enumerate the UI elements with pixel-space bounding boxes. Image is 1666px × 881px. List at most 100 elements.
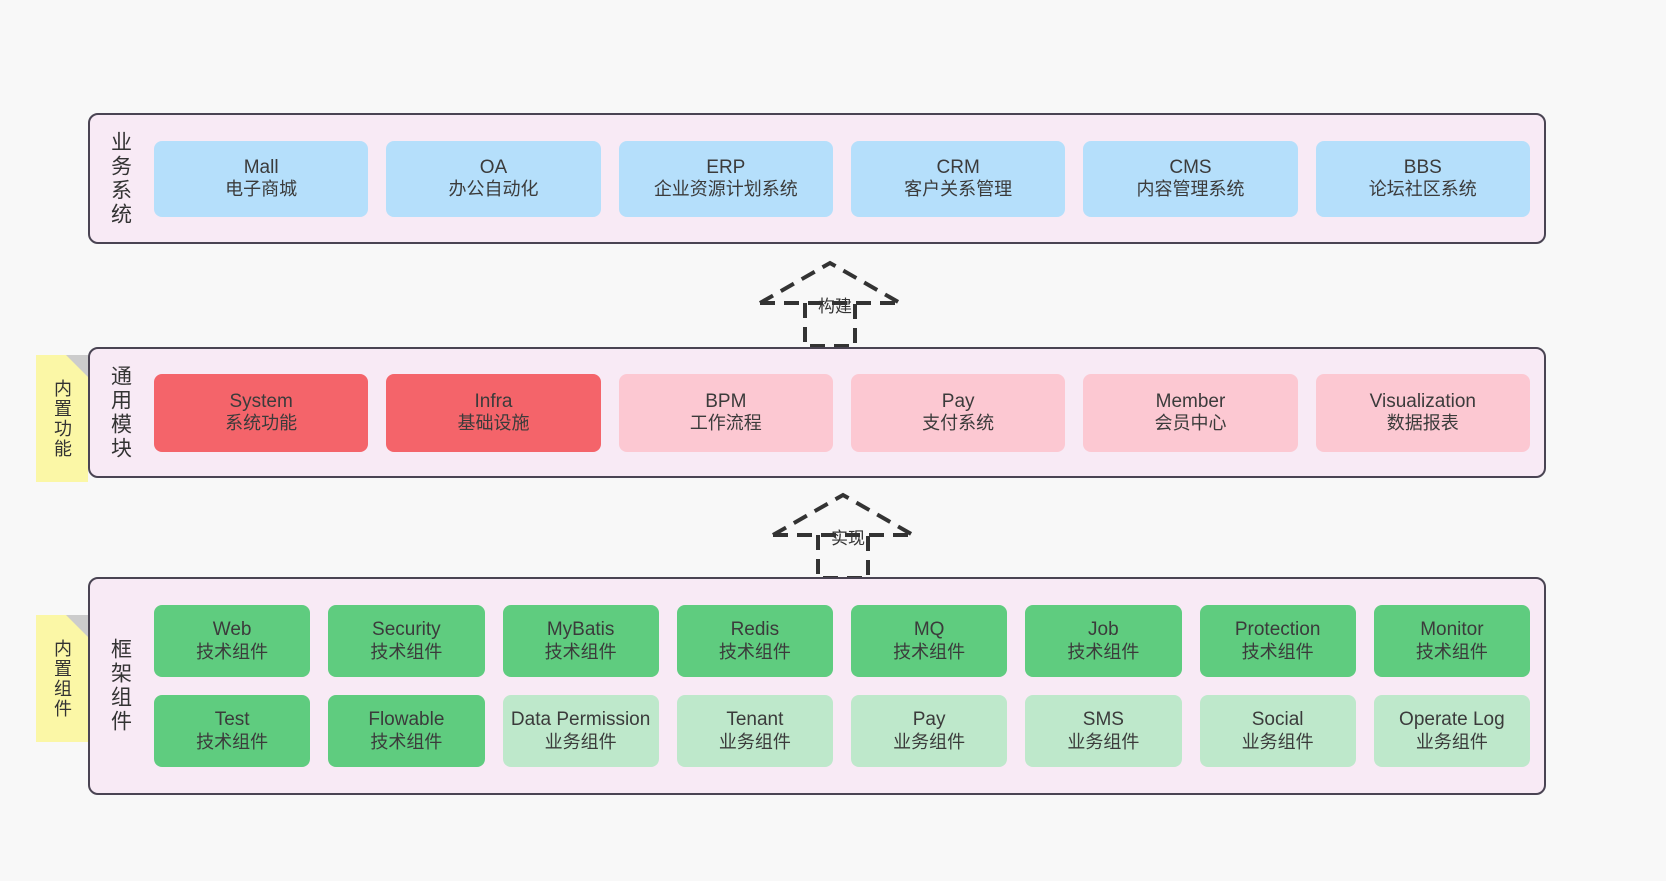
card-tenant-cn: 业务组件 xyxy=(718,731,791,752)
card-sms-en: SMS xyxy=(1082,709,1124,731)
card-bbs[interactable]: BBS 论坛社区系统 xyxy=(1315,140,1530,217)
card-test[interactable]: Test 技术组件 xyxy=(154,695,311,767)
card-data-permission-en: Data Permission xyxy=(510,709,651,731)
card-security[interactable]: Security 技术组件 xyxy=(328,605,485,677)
card-system-cn: 系统功能 xyxy=(225,413,298,434)
card-security-en: Security xyxy=(372,619,441,641)
card-operate-log[interactable]: Operate Log 业务组件 xyxy=(1373,695,1530,767)
card-flowable-cn: 技术组件 xyxy=(370,731,443,752)
card-sms-cn: 业务组件 xyxy=(1067,731,1140,752)
card-cms[interactable]: CMS 内容管理系统 xyxy=(1083,140,1298,217)
card-pay-component-en: Pay xyxy=(912,709,946,731)
card-pay-component[interactable]: Pay 业务组件 xyxy=(851,695,1008,767)
layer-business-systems-body: Mall 电子商城 OA 办公自动化 ERP 企业资源计划系统 CRM 客户关系… xyxy=(140,115,1544,242)
card-monitor[interactable]: Monitor 技术组件 xyxy=(1373,605,1530,677)
card-redis-cn: 技术组件 xyxy=(718,641,791,662)
sticky-note-builtin-features-label: 内置功能 xyxy=(52,378,72,459)
card-cms-cn: 内容管理系统 xyxy=(1136,179,1245,200)
layer-business-systems-title: 业务系统 xyxy=(108,130,132,227)
card-bpm-cn: 工作流程 xyxy=(689,413,762,434)
card-job-cn: 技术组件 xyxy=(1067,641,1140,662)
card-crm[interactable]: CRM 客户关系管理 xyxy=(850,140,1066,217)
layer-common-modules[interactable]: 通用模块 System 系统功能 Infra 基础设施 BPM 工作流程 Pay… xyxy=(88,347,1546,478)
card-operate-log-en: Operate Log xyxy=(1399,709,1505,731)
card-infra[interactable]: Infra 基础设施 xyxy=(386,373,601,452)
framework-components-row-business: Test 技术组件 Flowable 技术组件 Data Permission … xyxy=(154,695,1530,767)
framework-components-row-tech: Web 技术组件 Security 技术组件 MyBatis 技术组件 Redi… xyxy=(154,605,1530,677)
card-mybatis-cn: 技术组件 xyxy=(544,641,617,662)
card-infra-cn: 基础设施 xyxy=(457,413,530,434)
dashed-up-arrow-icon xyxy=(759,260,901,348)
folded-corner-icon xyxy=(66,355,88,377)
folded-corner-icon xyxy=(66,615,88,637)
card-test-en: Test xyxy=(214,709,250,731)
sticky-note-builtin-components-label: 内置组件 xyxy=(52,638,72,719)
card-visualization-en: Visualization xyxy=(1369,390,1476,412)
business-systems-row: Mall 电子商城 OA 办公自动化 ERP 企业资源计划系统 CRM 客户关系… xyxy=(154,140,1530,217)
card-pay-component-cn: 业务组件 xyxy=(893,731,966,752)
common-modules-row: System 系统功能 Infra 基础设施 BPM 工作流程 Pay 支付系统… xyxy=(154,373,1530,452)
card-protection[interactable]: Protection 技术组件 xyxy=(1199,605,1356,677)
card-bpm[interactable]: BPM 工作流程 xyxy=(618,373,833,452)
card-mybatis[interactable]: MyBatis 技术组件 xyxy=(502,605,659,677)
card-mall-en: Mall xyxy=(243,156,279,178)
card-mq-cn: 技术组件 xyxy=(893,641,966,662)
card-protection-cn: 技术组件 xyxy=(1241,641,1314,662)
card-web[interactable]: Web 技术组件 xyxy=(154,605,311,677)
connector-implement-arrow xyxy=(768,490,918,580)
card-member[interactable]: Member 会员中心 xyxy=(1083,373,1298,452)
card-sms[interactable]: SMS 业务组件 xyxy=(1025,695,1182,767)
layer-framework-components[interactable]: 框架组件 Web 技术组件 Security 技术组件 MyBatis 技术组件… xyxy=(88,577,1546,795)
layer-common-modules-title: 通用模块 xyxy=(108,364,132,461)
card-social[interactable]: Social 业务组件 xyxy=(1199,695,1356,767)
card-system[interactable]: System 系统功能 xyxy=(154,373,369,452)
card-mq-en: MQ xyxy=(913,619,945,641)
card-operate-log-cn: 业务组件 xyxy=(1415,731,1488,752)
card-monitor-en: Monitor xyxy=(1420,619,1484,641)
layer-common-modules-body: System 系统功能 Infra 基础设施 BPM 工作流程 Pay 支付系统… xyxy=(140,349,1544,476)
card-oa[interactable]: OA 办公自动化 xyxy=(386,140,601,217)
dashed-up-arrow-icon xyxy=(772,492,914,580)
card-test-cn: 技术组件 xyxy=(196,731,269,752)
connector-build-label: 构建 xyxy=(818,297,852,316)
card-data-permission[interactable]: Data Permission 业务组件 xyxy=(502,695,659,767)
card-erp[interactable]: ERP 企业资源计划系统 xyxy=(618,140,833,217)
card-job-en: Job xyxy=(1088,619,1119,641)
card-visualization[interactable]: Visualization 数据报表 xyxy=(1315,373,1530,452)
card-member-en: Member xyxy=(1155,390,1226,412)
card-oa-en: OA xyxy=(479,156,508,178)
card-cms-en: CMS xyxy=(1169,156,1212,178)
card-mall[interactable]: Mall 电子商城 xyxy=(154,140,369,217)
layer-business-systems[interactable]: 业务系统 Mall 电子商城 OA 办公自动化 ERP 企业资源计划系统 CRM… xyxy=(88,113,1546,244)
card-erp-cn: 企业资源计划系统 xyxy=(653,179,798,200)
card-tenant[interactable]: Tenant 业务组件 xyxy=(676,695,833,767)
card-protection-en: Protection xyxy=(1234,619,1321,641)
sticky-note-builtin-features: 内置功能 xyxy=(36,355,88,482)
card-flowable[interactable]: Flowable 技术组件 xyxy=(328,695,485,767)
card-web-cn: 技术组件 xyxy=(196,641,269,662)
card-infra-en: Infra xyxy=(474,390,513,412)
connector-build-arrow xyxy=(755,258,905,348)
card-social-cn: 业务组件 xyxy=(1241,731,1314,752)
card-security-cn: 技术组件 xyxy=(370,641,443,662)
card-web-en: Web xyxy=(212,619,252,641)
card-job[interactable]: Job 技术组件 xyxy=(1025,605,1182,677)
card-data-permission-cn: 业务组件 xyxy=(544,731,617,752)
card-bbs-cn: 论坛社区系统 xyxy=(1368,179,1477,200)
card-social-en: Social xyxy=(1251,709,1304,731)
card-tenant-en: Tenant xyxy=(726,709,784,731)
sticky-note-builtin-components: 内置组件 xyxy=(36,615,88,742)
card-oa-cn: 办公自动化 xyxy=(448,179,539,200)
card-erp-en: ERP xyxy=(706,156,746,178)
card-mq[interactable]: MQ 技术组件 xyxy=(851,605,1008,677)
card-redis[interactable]: Redis 技术组件 xyxy=(676,605,833,677)
card-pay-module-cn: 支付系统 xyxy=(922,413,995,434)
card-mybatis-en: MyBatis xyxy=(546,619,615,641)
card-crm-en: CRM xyxy=(936,156,980,178)
card-redis-en: Redis xyxy=(730,619,780,641)
card-member-cn: 会员中心 xyxy=(1154,413,1227,434)
card-pay-module[interactable]: Pay 支付系统 xyxy=(850,373,1066,452)
card-visualization-cn: 数据报表 xyxy=(1386,413,1459,434)
card-bbs-en: BBS xyxy=(1403,156,1442,178)
